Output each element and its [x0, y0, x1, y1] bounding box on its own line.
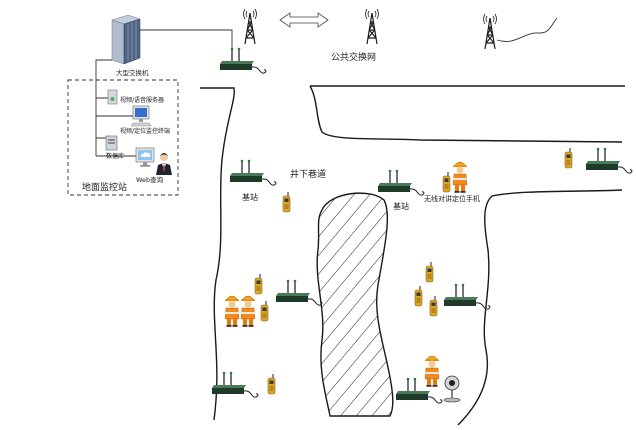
- tunnel-left-wall: [200, 87, 235, 421]
- public-network-label: 公共交换网: [331, 51, 376, 63]
- database-label: 数据库: [106, 152, 124, 160]
- base-station-icon: [229, 159, 277, 186]
- tunnel-upper-inner-wall: [309, 85, 623, 143]
- phone-icon: [429, 295, 438, 317]
- monitor-terminal-label: 视频/定位监控终端: [120, 127, 170, 135]
- camera-icon: [443, 375, 461, 403]
- server-icon: [107, 89, 118, 105]
- web-monitor-icon: [135, 147, 155, 167]
- worker-icon: [424, 355, 440, 388]
- base-station-center-label: 基站: [393, 201, 409, 211]
- switch-label: 大型交换机: [116, 68, 149, 77]
- base-station-icon: [443, 283, 491, 310]
- ground-station-box: [67, 79, 179, 196]
- switch-to-base-station-line: [140, 29, 233, 52]
- phone-icon: [425, 261, 434, 283]
- tower-icon: [482, 13, 498, 50]
- double-arrow-icon: [279, 12, 329, 28]
- base-station-left-label: 基站: [242, 192, 258, 202]
- roadway-label: 井下巷道: [290, 168, 326, 180]
- base-station-icon: [585, 147, 633, 174]
- video-voice-server-label: 视频/语音服务器: [120, 96, 164, 104]
- base-station-icon: [377, 169, 425, 196]
- web-query-label: Web查询: [136, 175, 164, 184]
- phone-icon: [414, 285, 423, 307]
- hatched-rock-pillar: [316, 192, 394, 417]
- phone-icon: [564, 147, 573, 169]
- person-icon: [156, 153, 172, 175]
- base-station-icon: [275, 279, 323, 306]
- switch-server-icon: [111, 14, 141, 65]
- monitor-icon: [130, 105, 152, 127]
- worker-icon: [224, 295, 240, 328]
- tower-icon: [364, 8, 380, 45]
- network-link-line: [496, 17, 558, 42]
- intercom-phone-label: 无线对讲定位手机: [424, 194, 480, 203]
- phone-icon: [254, 273, 263, 295]
- phone-icon: [267, 373, 276, 395]
- station-bus-line: [95, 59, 136, 157]
- worker-icon: [452, 161, 468, 194]
- base-station-icon: [219, 47, 267, 74]
- worker-icon: [240, 295, 256, 328]
- phone-icon: [282, 191, 291, 213]
- ground-station-label: 地面监控站: [82, 181, 127, 193]
- tower-icon: [242, 8, 258, 45]
- tunnel-right-wall: [457, 189, 623, 426]
- database-icon: [105, 135, 118, 151]
- phone-icon: [442, 171, 451, 193]
- phone-icon: [260, 300, 269, 322]
- base-station-icon: [211, 371, 259, 398]
